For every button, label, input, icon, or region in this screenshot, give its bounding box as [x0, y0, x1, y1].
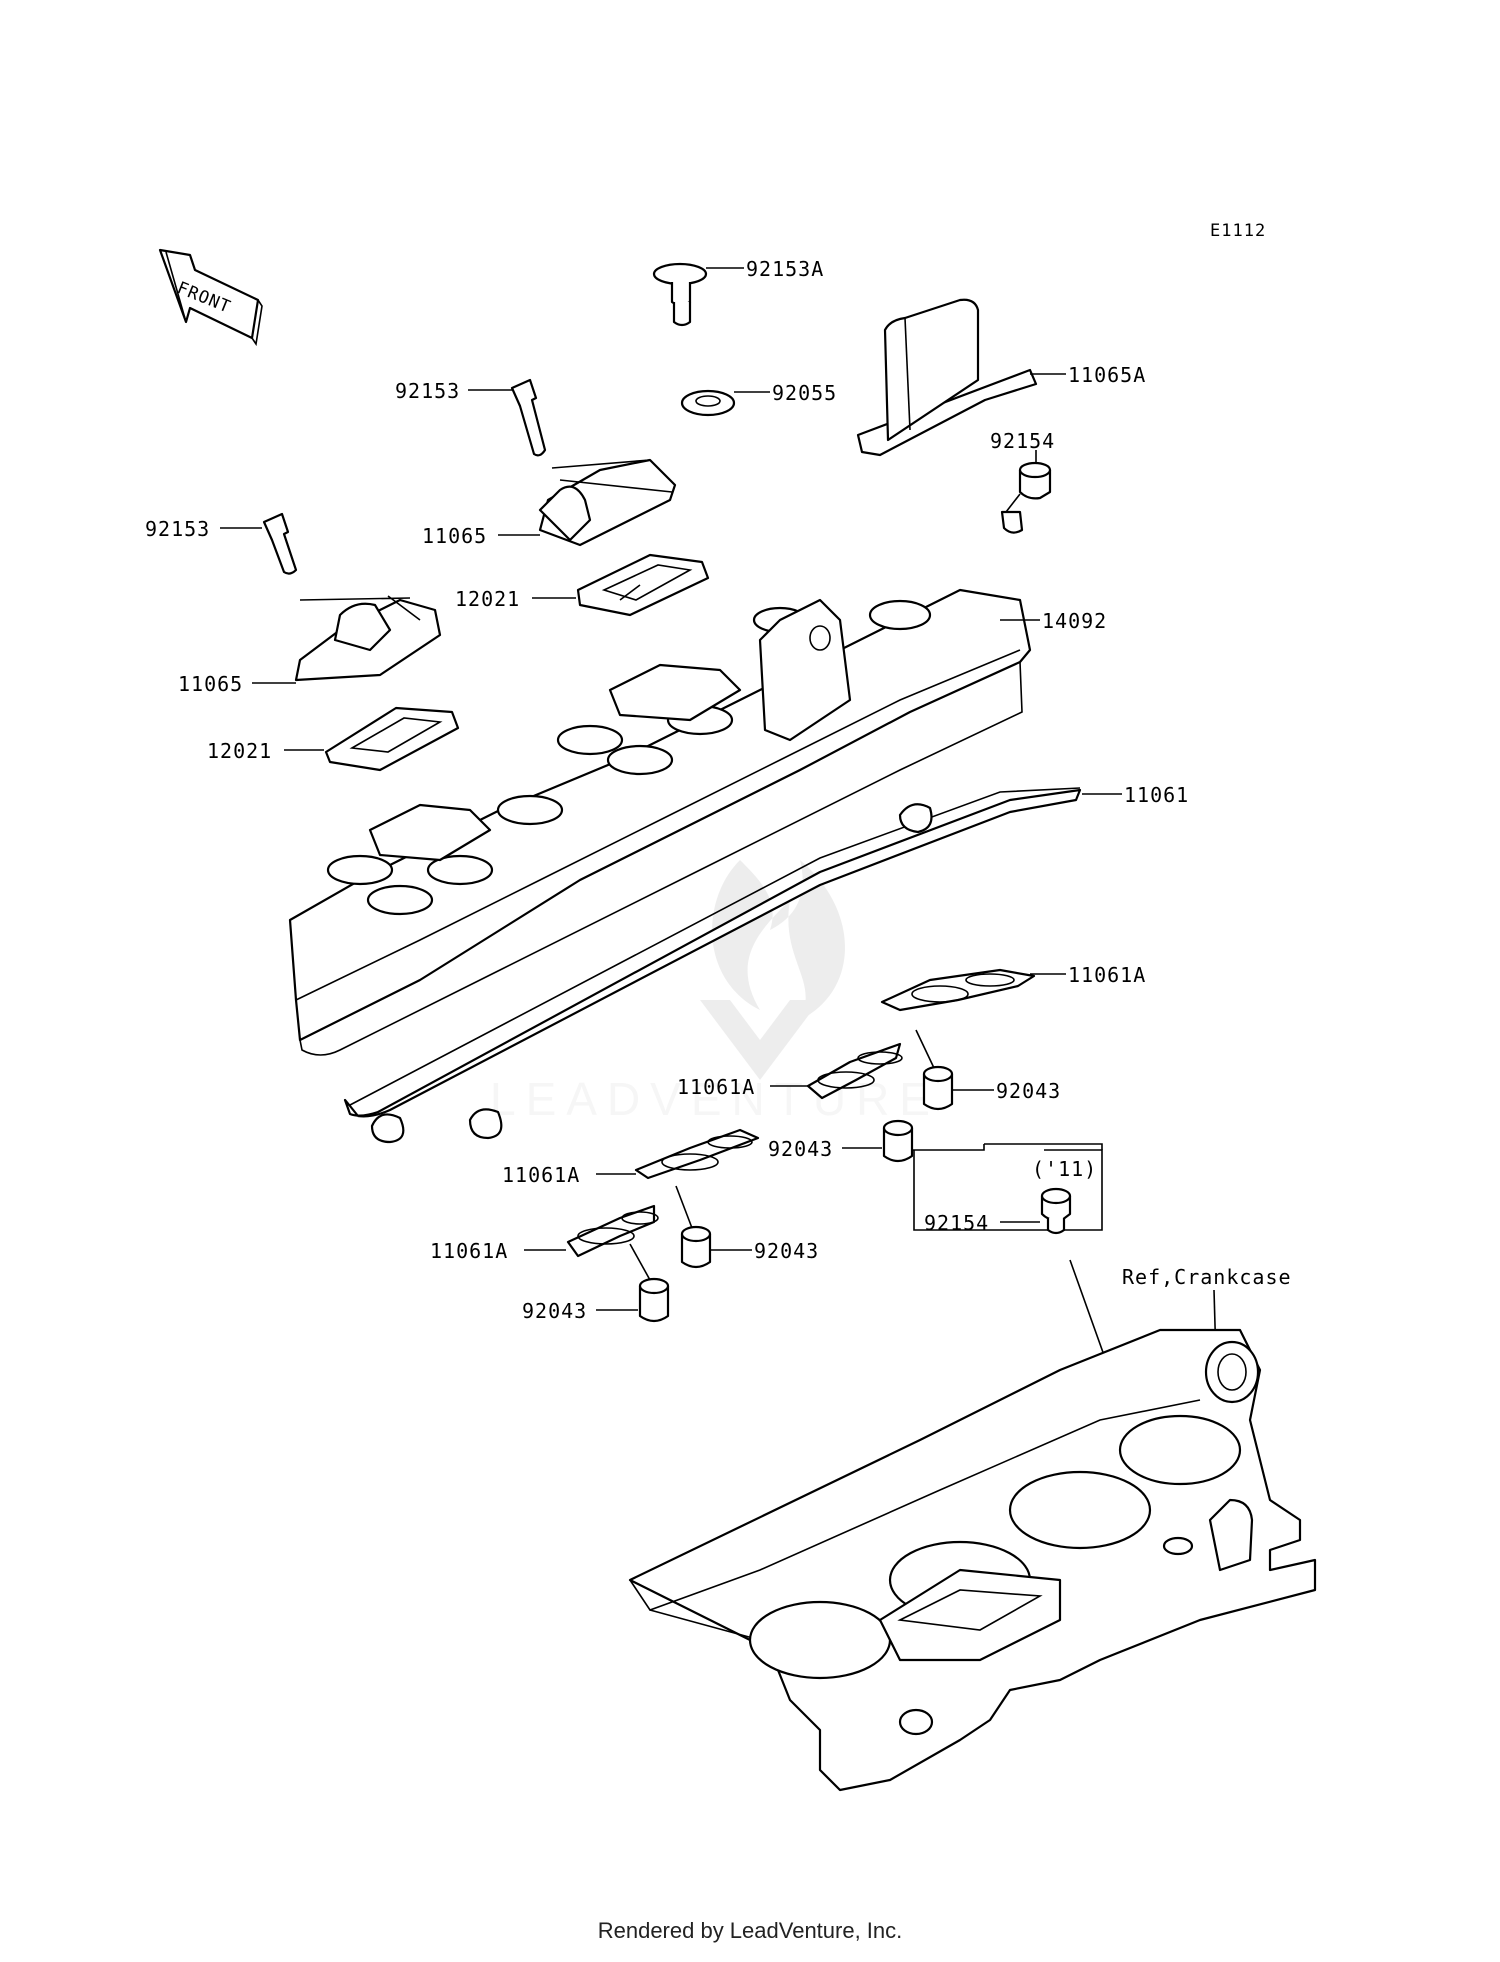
- grommet-92055-icon: [680, 389, 736, 417]
- watermark-logo: LEADVENTURE: [490, 860, 940, 1125]
- breather-11065-lower-icon: [294, 595, 442, 682]
- seal-11061A-3-icon: [634, 1128, 760, 1180]
- footer-credit: Rendered by LeadVenture, Inc.: [597, 1918, 903, 1943]
- crankcase-reference: Ref,Crankcase: [1122, 1265, 1292, 1289]
- label-92154-top: 92154: [990, 429, 1055, 453]
- front-arrow-icon: FRONT: [158, 248, 263, 347]
- label-92153-lower: 92153: [145, 517, 210, 541]
- collar-92043-4-icon: [638, 1277, 670, 1323]
- bolt-92153-upper-icon: [510, 378, 547, 457]
- label-92153-upper: 92153: [395, 379, 460, 403]
- bolt-92153A-icon: [652, 262, 708, 327]
- bolt-92153-lower-icon: [262, 512, 298, 575]
- watermark-text: LEADVENTURE: [490, 1073, 940, 1125]
- label-11065-upper: 11065: [422, 524, 487, 548]
- plug-92154-icon: [1000, 461, 1052, 534]
- label-11061A-1: 11061A: [1068, 963, 1146, 987]
- label-92055: 92055: [772, 381, 837, 405]
- label-12021-lower: 12021: [207, 739, 272, 763]
- head-cover-14092-icon: [288, 588, 1032, 1056]
- label-92043-3: 92043: [754, 1239, 819, 1263]
- label-11061A-3: 11061A: [502, 1163, 580, 1187]
- label-92043-4: 92043: [522, 1299, 587, 1323]
- label-11065A: 11065A: [1068, 363, 1146, 387]
- collar-92043-1-icon: [922, 1065, 954, 1111]
- year-note: ('11): [1032, 1157, 1097, 1181]
- label-11065-lower: 11065: [178, 672, 243, 696]
- reed-valve-12021-upper-icon: [576, 553, 710, 617]
- collar-92043-2-icon: [882, 1119, 914, 1163]
- label-11061A-4: 11061A: [430, 1239, 508, 1263]
- diagram-code: E1112: [1210, 221, 1266, 241]
- plug-92154-box-icon: [1040, 1187, 1072, 1235]
- seal-11061A-2-icon: [806, 1042, 903, 1100]
- crankcase-icon: [628, 1328, 1317, 1792]
- label-92043-1: 92043: [996, 1079, 1061, 1103]
- gasket-11061-icon: [343, 787, 1082, 1144]
- breather-11065-upper-icon: [538, 458, 677, 547]
- label-12021-upper: 12021: [455, 587, 520, 611]
- collar-92043-3-icon: [680, 1225, 712, 1269]
- label-11061A-2: 11061A: [677, 1075, 755, 1099]
- label-14092: 14092: [1042, 609, 1107, 633]
- seal-11061A-1-icon: [880, 968, 1036, 1012]
- cover-11065A-icon: [856, 298, 1038, 457]
- seal-11061A-4-icon: [566, 1204, 659, 1258]
- year-box: ('11) 92154: [912, 1143, 1103, 1235]
- label-11061: 11061: [1124, 783, 1189, 807]
- label-92043-2: 92043: [768, 1137, 833, 1161]
- reed-valve-12021-lower-icon: [324, 706, 460, 772]
- label-92154-box: 92154: [924, 1211, 989, 1235]
- label-92153A: 92153A: [746, 257, 824, 281]
